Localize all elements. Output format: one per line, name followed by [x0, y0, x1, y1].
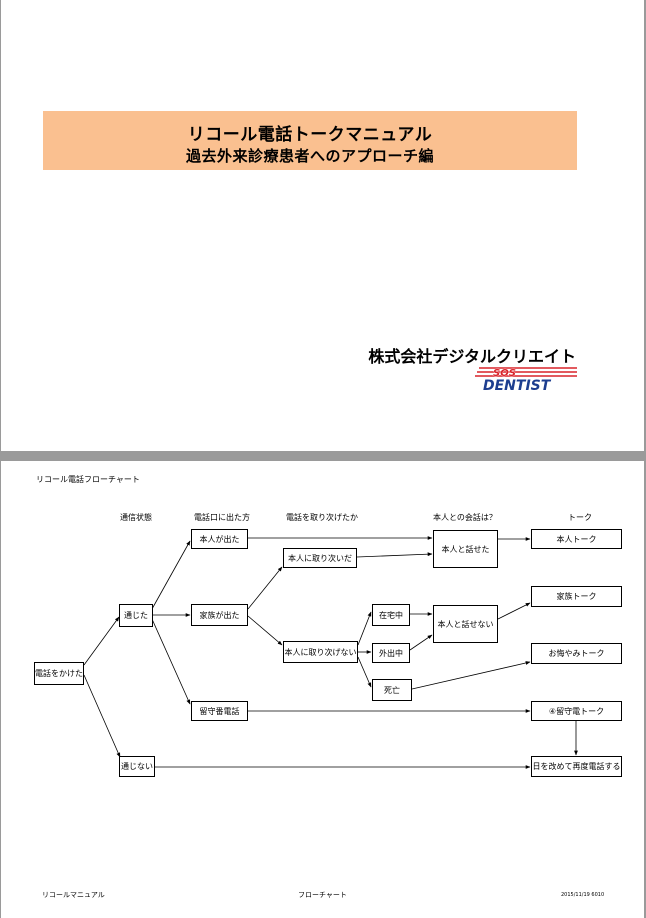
arrow-nottransferred-athome [357, 611, 372, 646]
footer-manual-name: リコールマニュアル [42, 891, 105, 899]
arrow-family-nottransferred [247, 615, 283, 646]
arrow-call-connected [83, 616, 120, 666]
node-talk-condolence: お悔やみトーク [531, 643, 622, 664]
flowchart-page: リコール電話フローチャート 通信状態 電話口に出た方 電話を取り次げたか 本人と… [1, 461, 644, 918]
node-not-connected: 通じない [119, 756, 155, 777]
arrow-nottransferred-deceased [357, 656, 372, 688]
arrow-cannottalk-familytalk [497, 602, 531, 620]
header-comm-state: 通信状態 [120, 513, 152, 522]
node-deceased: 死亡 [372, 679, 412, 701]
arrow-family-transferred [247, 566, 283, 610]
header-transfer: 電話を取り次げたか [286, 513, 358, 522]
node-self-answered: 本人が出た [191, 529, 248, 549]
title-band: リコール電話トークマニュアル 過去外来診療患者へのアプローチ編 [43, 111, 577, 170]
chart-title: リコール電話フローチャート [36, 475, 140, 484]
footer-section: フローチャート [298, 891, 347, 899]
arrow-connected-self [151, 540, 191, 610]
node-talk-voicemail: ④留守電トーク [531, 701, 622, 721]
node-family-answered: 家族が出た [191, 604, 248, 626]
node-out: 外出中 [372, 643, 410, 663]
node-call: 電話をかけた [34, 662, 84, 685]
node-talk-self: 本人トーク [531, 529, 622, 549]
footer-date-code: 2015/11/19 6010 [561, 892, 605, 898]
node-connected: 通じた [119, 604, 153, 627]
company-name: 株式会社デジタルクリエイト [368, 347, 576, 366]
arrow-deceased-condolence [411, 661, 531, 690]
arrow-call-not-connected [83, 674, 121, 758]
sos-dentist-logo: SOS DENTIST [475, 367, 577, 394]
logo-dentist-text: DENTIST [483, 378, 552, 394]
node-not-transferred: 本人に取り次げない [283, 641, 358, 663]
flow-connectors [83, 536, 578, 769]
manual-title: リコール電話トークマニュアル [187, 125, 433, 145]
header-answerer: 電話口に出た方 [194, 513, 250, 522]
node-at-home: 在宅中 [372, 604, 410, 626]
header-conversation: 本人との会話は？ [433, 513, 497, 522]
node-talk-family: 家族トーク [531, 586, 622, 607]
arrow-transferred-cantalk [356, 552, 433, 558]
manual-subtitle: 過去外来診療患者へのアプローチ編 [185, 147, 434, 165]
arrow-connected-voicemail [151, 618, 191, 705]
node-cannot-talk: 本人と話せない [433, 605, 498, 643]
cover-page: リコール電話トークマニュアル 過去外来診療患者へのアプローチ編 株式会社デジタル… [1, 0, 644, 451]
node-transferred: 本人に取り次いだ [283, 548, 357, 568]
header-talk: トーク [568, 513, 592, 522]
logo-sos-text: SOS [493, 368, 516, 379]
node-voicemail: 留守番電話 [191, 701, 248, 721]
arrow-out-cannottalk [409, 634, 433, 651]
node-talk-retry: 日を改めて再度電話する [531, 756, 622, 777]
node-can-talk: 本人と話せた [433, 530, 498, 568]
